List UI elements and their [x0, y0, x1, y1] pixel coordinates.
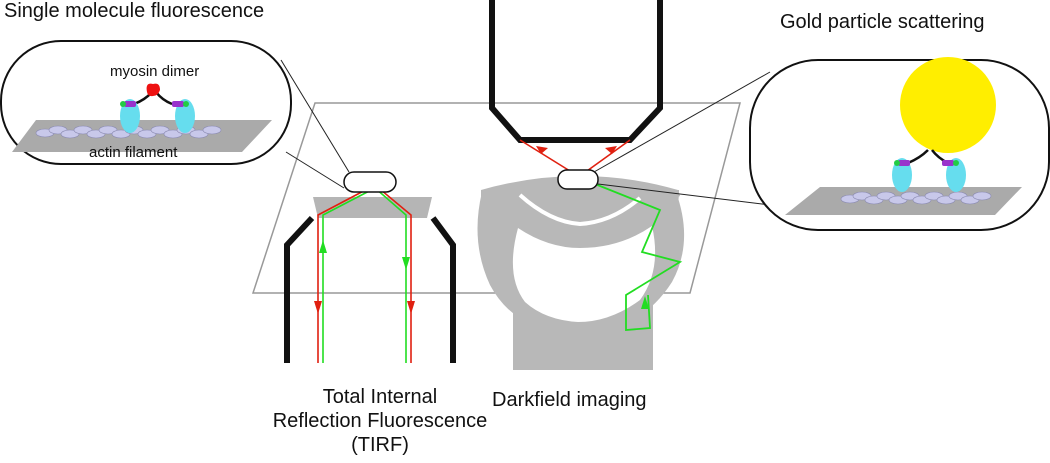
darkfield-arrow-red-right	[605, 146, 617, 154]
myosin-neck-right	[172, 101, 184, 107]
zoom-line-right-top	[593, 71, 771, 173]
myosin-neck-left	[124, 101, 136, 107]
actin-filament-left	[35, 125, 222, 139]
condenser-ring-inner	[512, 226, 656, 322]
tirf-arrow-down-red-right	[407, 301, 415, 314]
tirf-sample-chamber	[343, 171, 397, 193]
myosin-head-right	[175, 99, 195, 133]
gold-myosin-neck-left	[898, 160, 910, 166]
sample-plane	[251, 102, 741, 294]
myosin-tag-left	[120, 101, 126, 107]
tirf-caption-line-1: Total Internal	[322, 386, 438, 408]
condenser-top-band	[481, 176, 680, 232]
darkfield-caption: Darkfield imaging	[492, 389, 647, 411]
darkfield-illumination-green	[579, 177, 683, 331]
darkfield-arrow-red-left	[536, 146, 548, 154]
gold-myosin-head-left	[892, 158, 912, 192]
gold-myosin-neck-right	[942, 160, 954, 166]
tirf-arrow-down-red-left	[314, 301, 322, 314]
zoom-line-left-bottom	[285, 151, 345, 189]
tirf-arrow-up-green	[319, 240, 327, 253]
myosin-fluorophore	[146, 83, 160, 97]
right-inset	[749, 57, 1050, 231]
gold-myosin-tag-right	[953, 160, 959, 166]
gold-myosin-tag-left	[894, 160, 900, 166]
tirf-caption: Total Internal Reflection Fluorescence (…	[245, 385, 515, 457]
actin-filament-right	[840, 191, 992, 205]
tirf-objective-right-wall	[430, 216, 456, 363]
tirf-arrow-down-green	[402, 257, 410, 270]
darkfield-sample-chamber	[557, 169, 599, 190]
zoom-line-left-top	[280, 59, 350, 173]
myosin-dimer-label: myosin dimer	[110, 63, 200, 80]
darkfield-objective	[489, 0, 663, 143]
single-molecule-fluorescence-label: Single molecule fluorescence	[4, 0, 265, 22]
condenser-white-arc	[518, 193, 642, 227]
myosin-tag-right	[183, 101, 189, 107]
tirf-objective	[284, 197, 456, 363]
gold-particle-scattering-label: Gold particle scattering	[780, 11, 985, 33]
zoom-line-right-bottom	[597, 183, 796, 209]
darkfield-condenser	[477, 176, 685, 370]
myosin-head-left	[120, 99, 140, 133]
tirf-objective-left-wall	[284, 215, 315, 363]
tirf-caption-line-3: (TIRF)	[351, 434, 409, 456]
actin-filament-label: actin filament	[89, 144, 178, 161]
tirf-caption-line-2: Reflection Fluorescence	[272, 410, 488, 432]
gold-particle	[900, 57, 996, 153]
left-inset	[0, 40, 292, 165]
gold-myosin-head-right	[946, 158, 966, 192]
darkfield-arrow-green	[641, 296, 649, 309]
